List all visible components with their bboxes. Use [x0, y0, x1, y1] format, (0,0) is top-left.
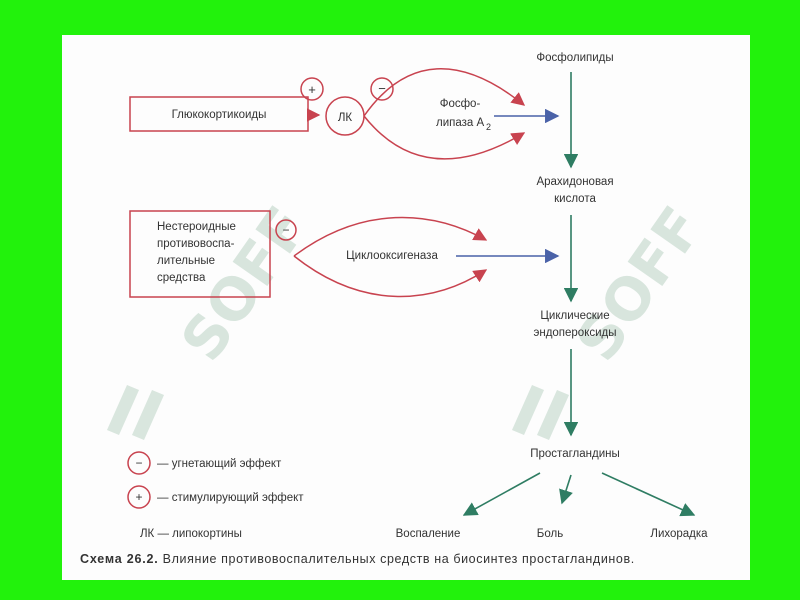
- caption-label: Схема 26.2.: [80, 552, 159, 566]
- legend-inhibit: — угнетающий эффект: [157, 458, 282, 470]
- arrow-to-inflammation: [462, 472, 541, 516]
- legend-plus-icon: [127, 485, 151, 509]
- arrow-to-fever: [601, 472, 696, 517]
- watermark-logo: [512, 385, 569, 440]
- enzyme-phospholipase-line1: Фосфо-: [440, 98, 481, 110]
- enzyme-phospholipase-subscript: 2: [486, 122, 491, 132]
- node-prostaglandins: Простагландины: [530, 448, 620, 460]
- enzyme-phospholipase-line2: липаза A: [436, 117, 484, 129]
- diagram-sheet: SOFF SOFF Фосфолипиды Арахидоновая кисло…: [62, 35, 750, 580]
- node-phospholipids: Фосфолипиды: [536, 52, 613, 64]
- legend-lk-definition: ЛК — липокортины: [140, 528, 242, 540]
- minus-sign-icon: [370, 77, 394, 101]
- box-nsaid-line4: средства: [157, 272, 206, 284]
- node-arachidonic-line2: кислота: [554, 193, 596, 205]
- legend-plus-sign: +: [135, 490, 142, 504]
- arrow-to-pain: [559, 474, 573, 505]
- node-endoperoxides-line2: эндопероксиды: [533, 327, 616, 339]
- figure-caption: Схема 26.2. Влияние противовоспалительны…: [80, 552, 635, 566]
- node-arachidonic-line1: Арахидоновая: [536, 176, 613, 188]
- node-endoperoxides-line1: Циклические: [540, 310, 609, 322]
- watermark-text: SOFF: [563, 195, 716, 374]
- node-inflammation: Воспаление: [396, 528, 461, 540]
- node-lipocortins-label: ЛК: [338, 112, 353, 124]
- node-pain: Боль: [537, 528, 563, 540]
- caption-text: Влияние противовоспалительных средств на…: [162, 552, 635, 566]
- inhibition-arc-phospholipase-lower: [363, 115, 526, 160]
- box-nsaid: [129, 210, 271, 298]
- box-nsaid-line1: Нестероидные: [157, 221, 236, 233]
- minus-sign-label: −: [378, 81, 386, 96]
- plus-sign-icon: [300, 77, 324, 101]
- watermark-logo: [107, 385, 164, 440]
- inhibition-arc-phospholipase-upper: [363, 68, 526, 117]
- enzyme-cyclooxygenase: Циклооксигеназа: [346, 250, 438, 262]
- diagram-canvas: SOFF SOFF Фосфолипиды Арахидоновая кисло…: [107, 52, 716, 540]
- legend-minus-sign: −: [135, 456, 142, 470]
- minus-sign-label: −: [282, 223, 289, 237]
- plus-sign-label: +: [308, 82, 316, 97]
- minus-sign-icon: [275, 219, 297, 241]
- legend-stimulate: — стимулирующий эффект: [157, 492, 304, 504]
- inhibition-arc-cox-lower: [293, 255, 488, 298]
- legend-minus-icon: [127, 451, 151, 475]
- node-fever: Лихорадка: [650, 528, 708, 540]
- box-nsaid-line2: противовоспа-: [157, 238, 235, 250]
- inhibition-arc-cox-upper: [293, 216, 488, 257]
- box-nsaid-line3: лительные: [157, 255, 215, 267]
- box-glucocorticoids-label: Глюкокортикоиды: [172, 109, 267, 121]
